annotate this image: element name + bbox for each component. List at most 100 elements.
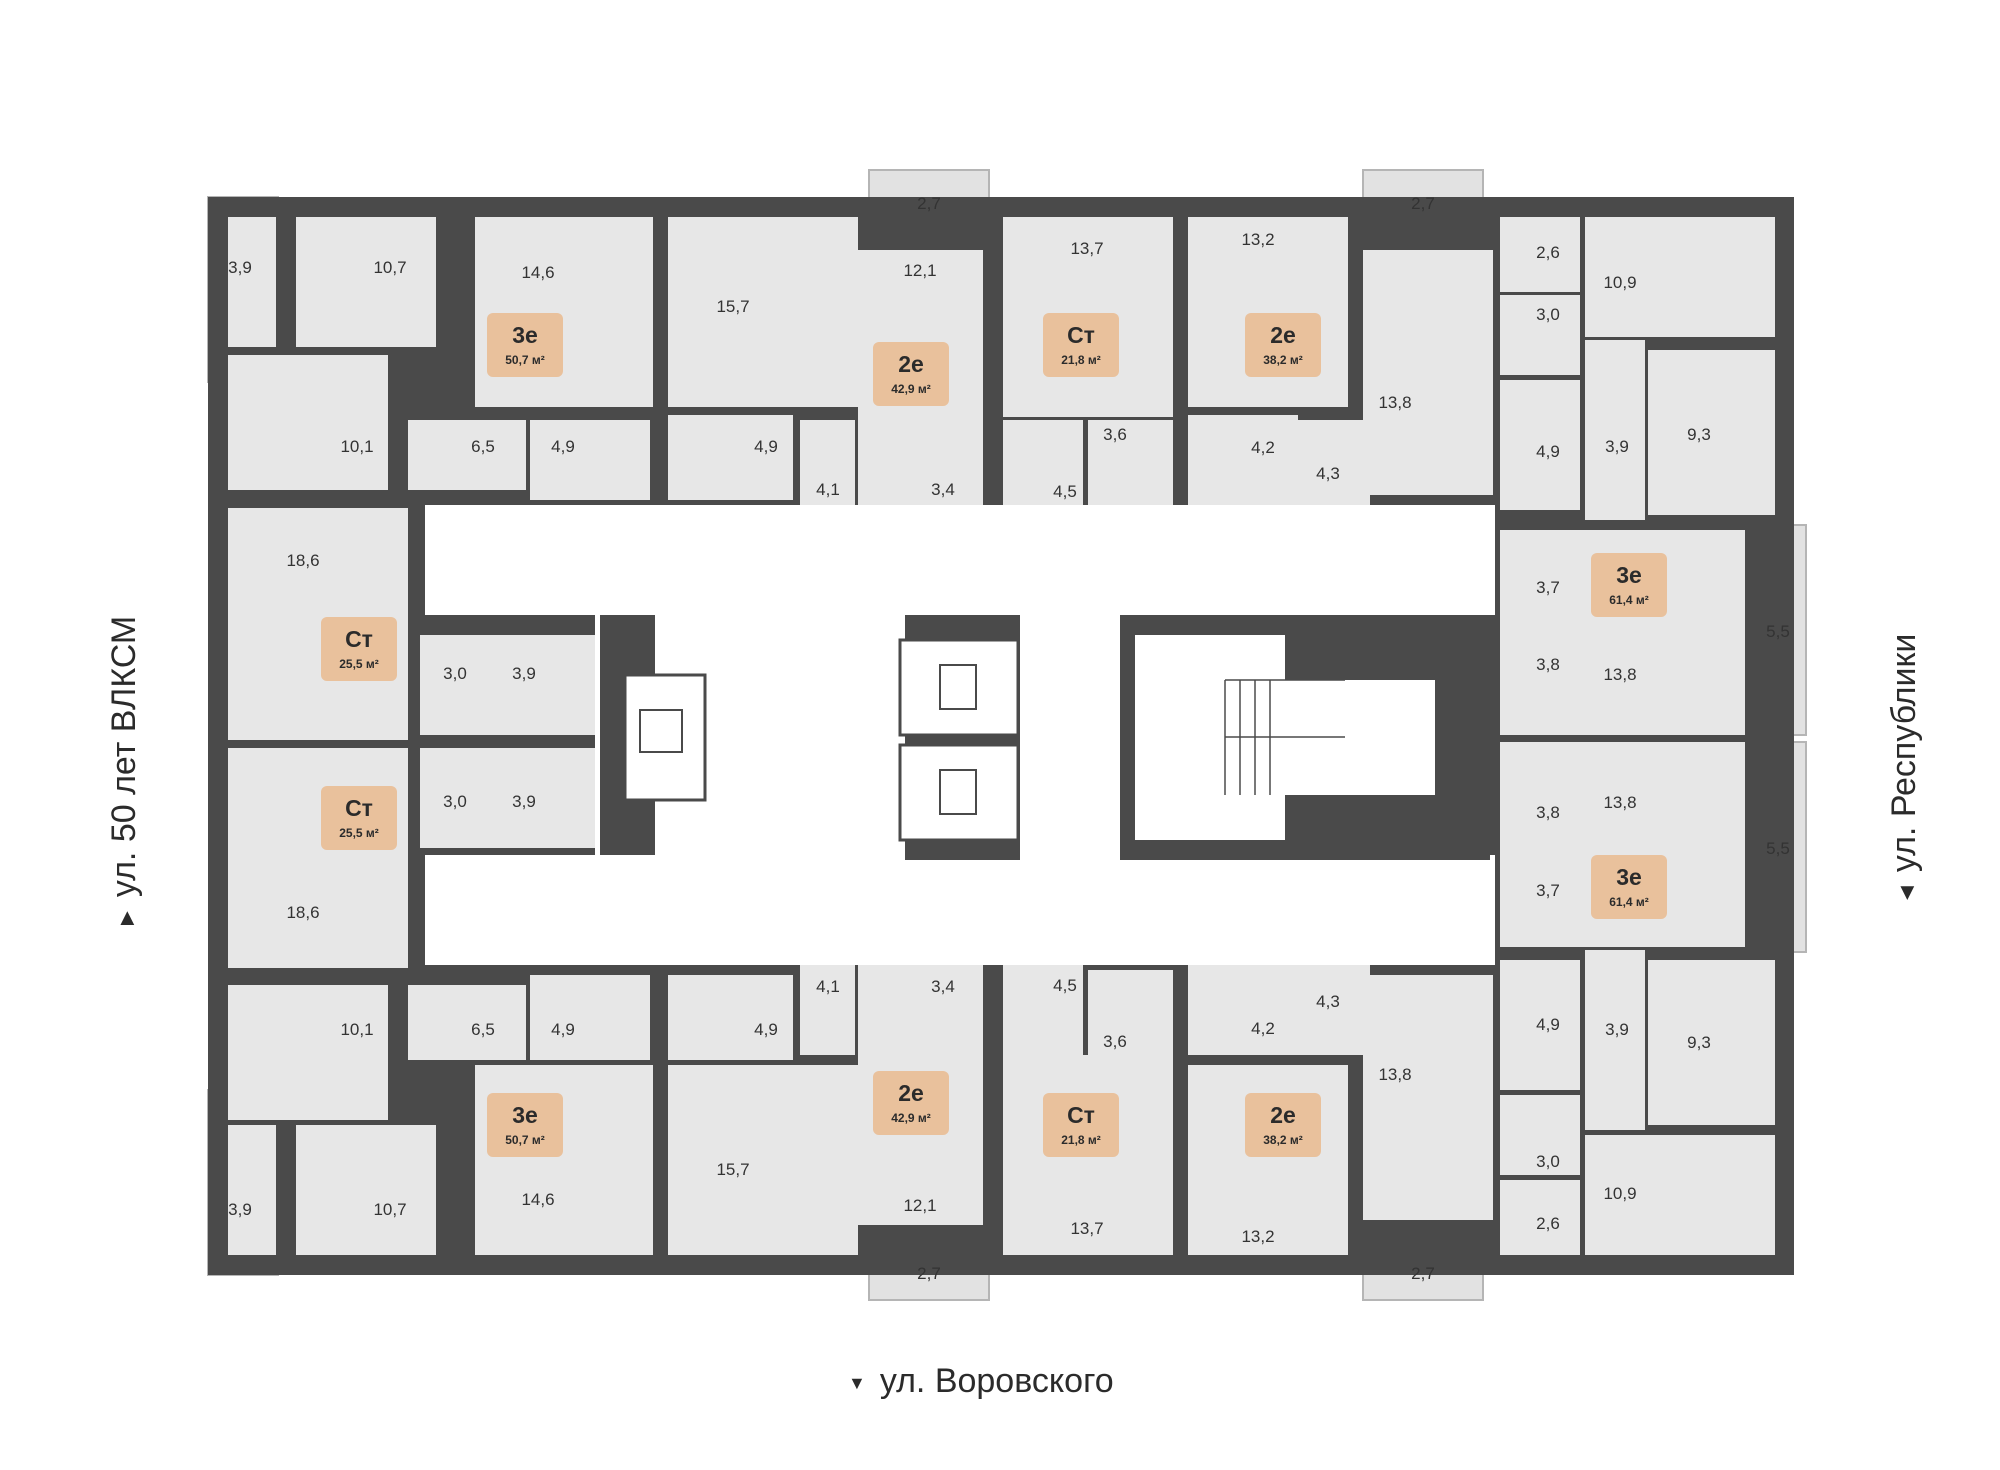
room-area: 6,5 <box>471 437 495 456</box>
room-area: 4,1 <box>816 480 840 499</box>
apartment-area: 21,8 м² <box>1061 353 1101 367</box>
room-area: 2,6 <box>1536 243 1560 262</box>
apartment-badge[interactable]: Ст 21,8 м² <box>1043 1093 1119 1157</box>
triangle-left-icon: ▶ <box>115 911 136 925</box>
room-area: 13,8 <box>1603 665 1636 684</box>
street-label-left: ▶ ул. 50 лет ВЛКСМ <box>105 616 144 925</box>
apartment-badge[interactable]: Ст 21,8 м² <box>1043 313 1119 377</box>
room-area: 3,7 <box>1536 578 1560 597</box>
apartment-badge[interactable]: 2е 38,2 м² <box>1245 1093 1321 1157</box>
room-area: 13,7 <box>1070 1219 1103 1238</box>
room-area: 12,1 <box>903 1196 936 1215</box>
apartment-type: 3е <box>512 322 538 348</box>
room-area: 3,4 <box>931 480 955 499</box>
room-area: 3,9 <box>1605 437 1629 456</box>
apartment-area: 50,7 м² <box>505 353 545 367</box>
room-area: 10,7 <box>373 1200 406 1219</box>
apartment-area: 38,2 м² <box>1263 1133 1303 1147</box>
room-area: 13,8 <box>1378 1065 1411 1084</box>
apartment-badge[interactable]: 3е 50,7 м² <box>487 1093 563 1157</box>
apartment-area: 42,9 м² <box>891 1111 931 1125</box>
apartment-type: 2е <box>898 1080 924 1106</box>
apartment-area: 61,4 м² <box>1609 593 1649 607</box>
room-area: 10,9 <box>1603 1184 1636 1203</box>
room-area: 5,5 <box>1766 839 1790 858</box>
room-area: 10,7 <box>373 258 406 277</box>
room-area: 18,6 <box>286 903 319 922</box>
room-area: 3,6 <box>1103 1032 1127 1051</box>
room-area: 3,0 <box>1536 1152 1560 1171</box>
room-area: 14,6 <box>521 1190 554 1209</box>
street-label-bottom: ▼ул. Воровского <box>848 1362 1114 1401</box>
apartment-badges: 3е 50,7 м² 2е 42,9 м² Ст 21,8 м² 2е 38,2… <box>321 313 1667 1157</box>
room-area: 4,2 <box>1251 438 1275 457</box>
room-area: 2,7 <box>917 194 941 213</box>
room-area: 3,0 <box>443 664 467 683</box>
room-area: 13,2 <box>1241 230 1274 249</box>
room-area: 3,9 <box>512 792 536 811</box>
apartment-badge[interactable]: 2е 42,9 м² <box>873 1071 949 1135</box>
room-area: 18,6 <box>286 551 319 570</box>
apartment-type: Ст <box>1067 322 1095 348</box>
apartment-type: 3е <box>1616 562 1642 588</box>
street-name: ул. 50 лет ВЛКСМ <box>105 615 143 898</box>
room-area: 3,4 <box>931 977 955 996</box>
apartment-area: 21,8 м² <box>1061 1133 1101 1147</box>
apartment-badge[interactable]: 3е 61,4 м² <box>1591 553 1667 617</box>
apartment-area: 25,5 м² <box>339 657 379 671</box>
apartment-badge[interactable]: Ст 25,5 м² <box>321 617 397 681</box>
room-area: 13,8 <box>1378 393 1411 412</box>
apartment-badge[interactable]: 2е 38,2 м² <box>1245 313 1321 377</box>
street-label-right: ◀ул. Республики <box>1885 634 1924 900</box>
room-area: 3,8 <box>1536 803 1560 822</box>
room-area: 13,2 <box>1241 1227 1274 1246</box>
apartment-type: 2е <box>1270 322 1296 348</box>
room-area: 4,9 <box>1536 1015 1560 1034</box>
apartment-badge[interactable]: 3е 61,4 м² <box>1591 855 1667 919</box>
room-area: 12,1 <box>903 261 936 280</box>
room-area: 2,7 <box>1411 194 1435 213</box>
apartment-type: 2е <box>1270 1102 1296 1128</box>
room-area: 4,9 <box>754 1020 778 1039</box>
apartment-area: 50,7 м² <box>505 1133 545 1147</box>
apartment-type: 3е <box>1616 864 1642 890</box>
building-core <box>600 615 1490 860</box>
room-area: 3,9 <box>512 664 536 683</box>
room-area: 2,7 <box>917 1264 941 1283</box>
room-area: 3,9 <box>1605 1020 1629 1039</box>
room-area: 3,9 <box>228 258 252 277</box>
apartment-badge[interactable]: 2е 42,9 м² <box>873 342 949 406</box>
apartment-area: 42,9 м² <box>891 382 931 396</box>
room-area: 13,7 <box>1070 239 1103 258</box>
street-name: ул. Республики <box>1885 633 1923 873</box>
room-area: 4,9 <box>1536 442 1560 461</box>
apartment-badge[interactable]: 3е 50,7 м² <box>487 313 563 377</box>
room-area: 4,3 <box>1316 464 1340 483</box>
room-area: 3,8 <box>1536 655 1560 674</box>
room-area: 3,0 <box>1536 305 1560 324</box>
room-area-labels: 3,9 10,7 14,6 10,1 6,5 4,9 15,7 4,9 2,7 … <box>228 194 1790 1283</box>
room-area: 10,1 <box>340 1020 373 1039</box>
apartment-type: Ст <box>1067 1102 1095 1128</box>
room-area: 3,6 <box>1103 425 1127 444</box>
room-area: 9,3 <box>1687 1033 1711 1052</box>
room-area: 4,9 <box>551 1020 575 1039</box>
apartment-badge[interactable]: Ст 25,5 м² <box>321 786 397 850</box>
room-area: 13,8 <box>1603 793 1636 812</box>
room-area: 15,7 <box>716 1160 749 1179</box>
apartment-type: Ст <box>345 626 373 652</box>
room-area: 4,1 <box>816 977 840 996</box>
room-area: 15,7 <box>716 297 749 316</box>
room-area: 10,1 <box>340 437 373 456</box>
apartment-type: 3е <box>512 1102 538 1128</box>
apartment-type: Ст <box>345 795 373 821</box>
apartment-type: 2е <box>898 351 924 377</box>
room-area: 4,2 <box>1251 1019 1275 1038</box>
street-name: ул. Воровского <box>879 1362 1114 1400</box>
room-area: 4,5 <box>1053 482 1077 501</box>
room-area: 4,5 <box>1053 976 1077 995</box>
apartment-area: 25,5 м² <box>339 826 379 840</box>
room-area: 14,6 <box>521 263 554 282</box>
room-area: 2,6 <box>1536 1214 1560 1233</box>
